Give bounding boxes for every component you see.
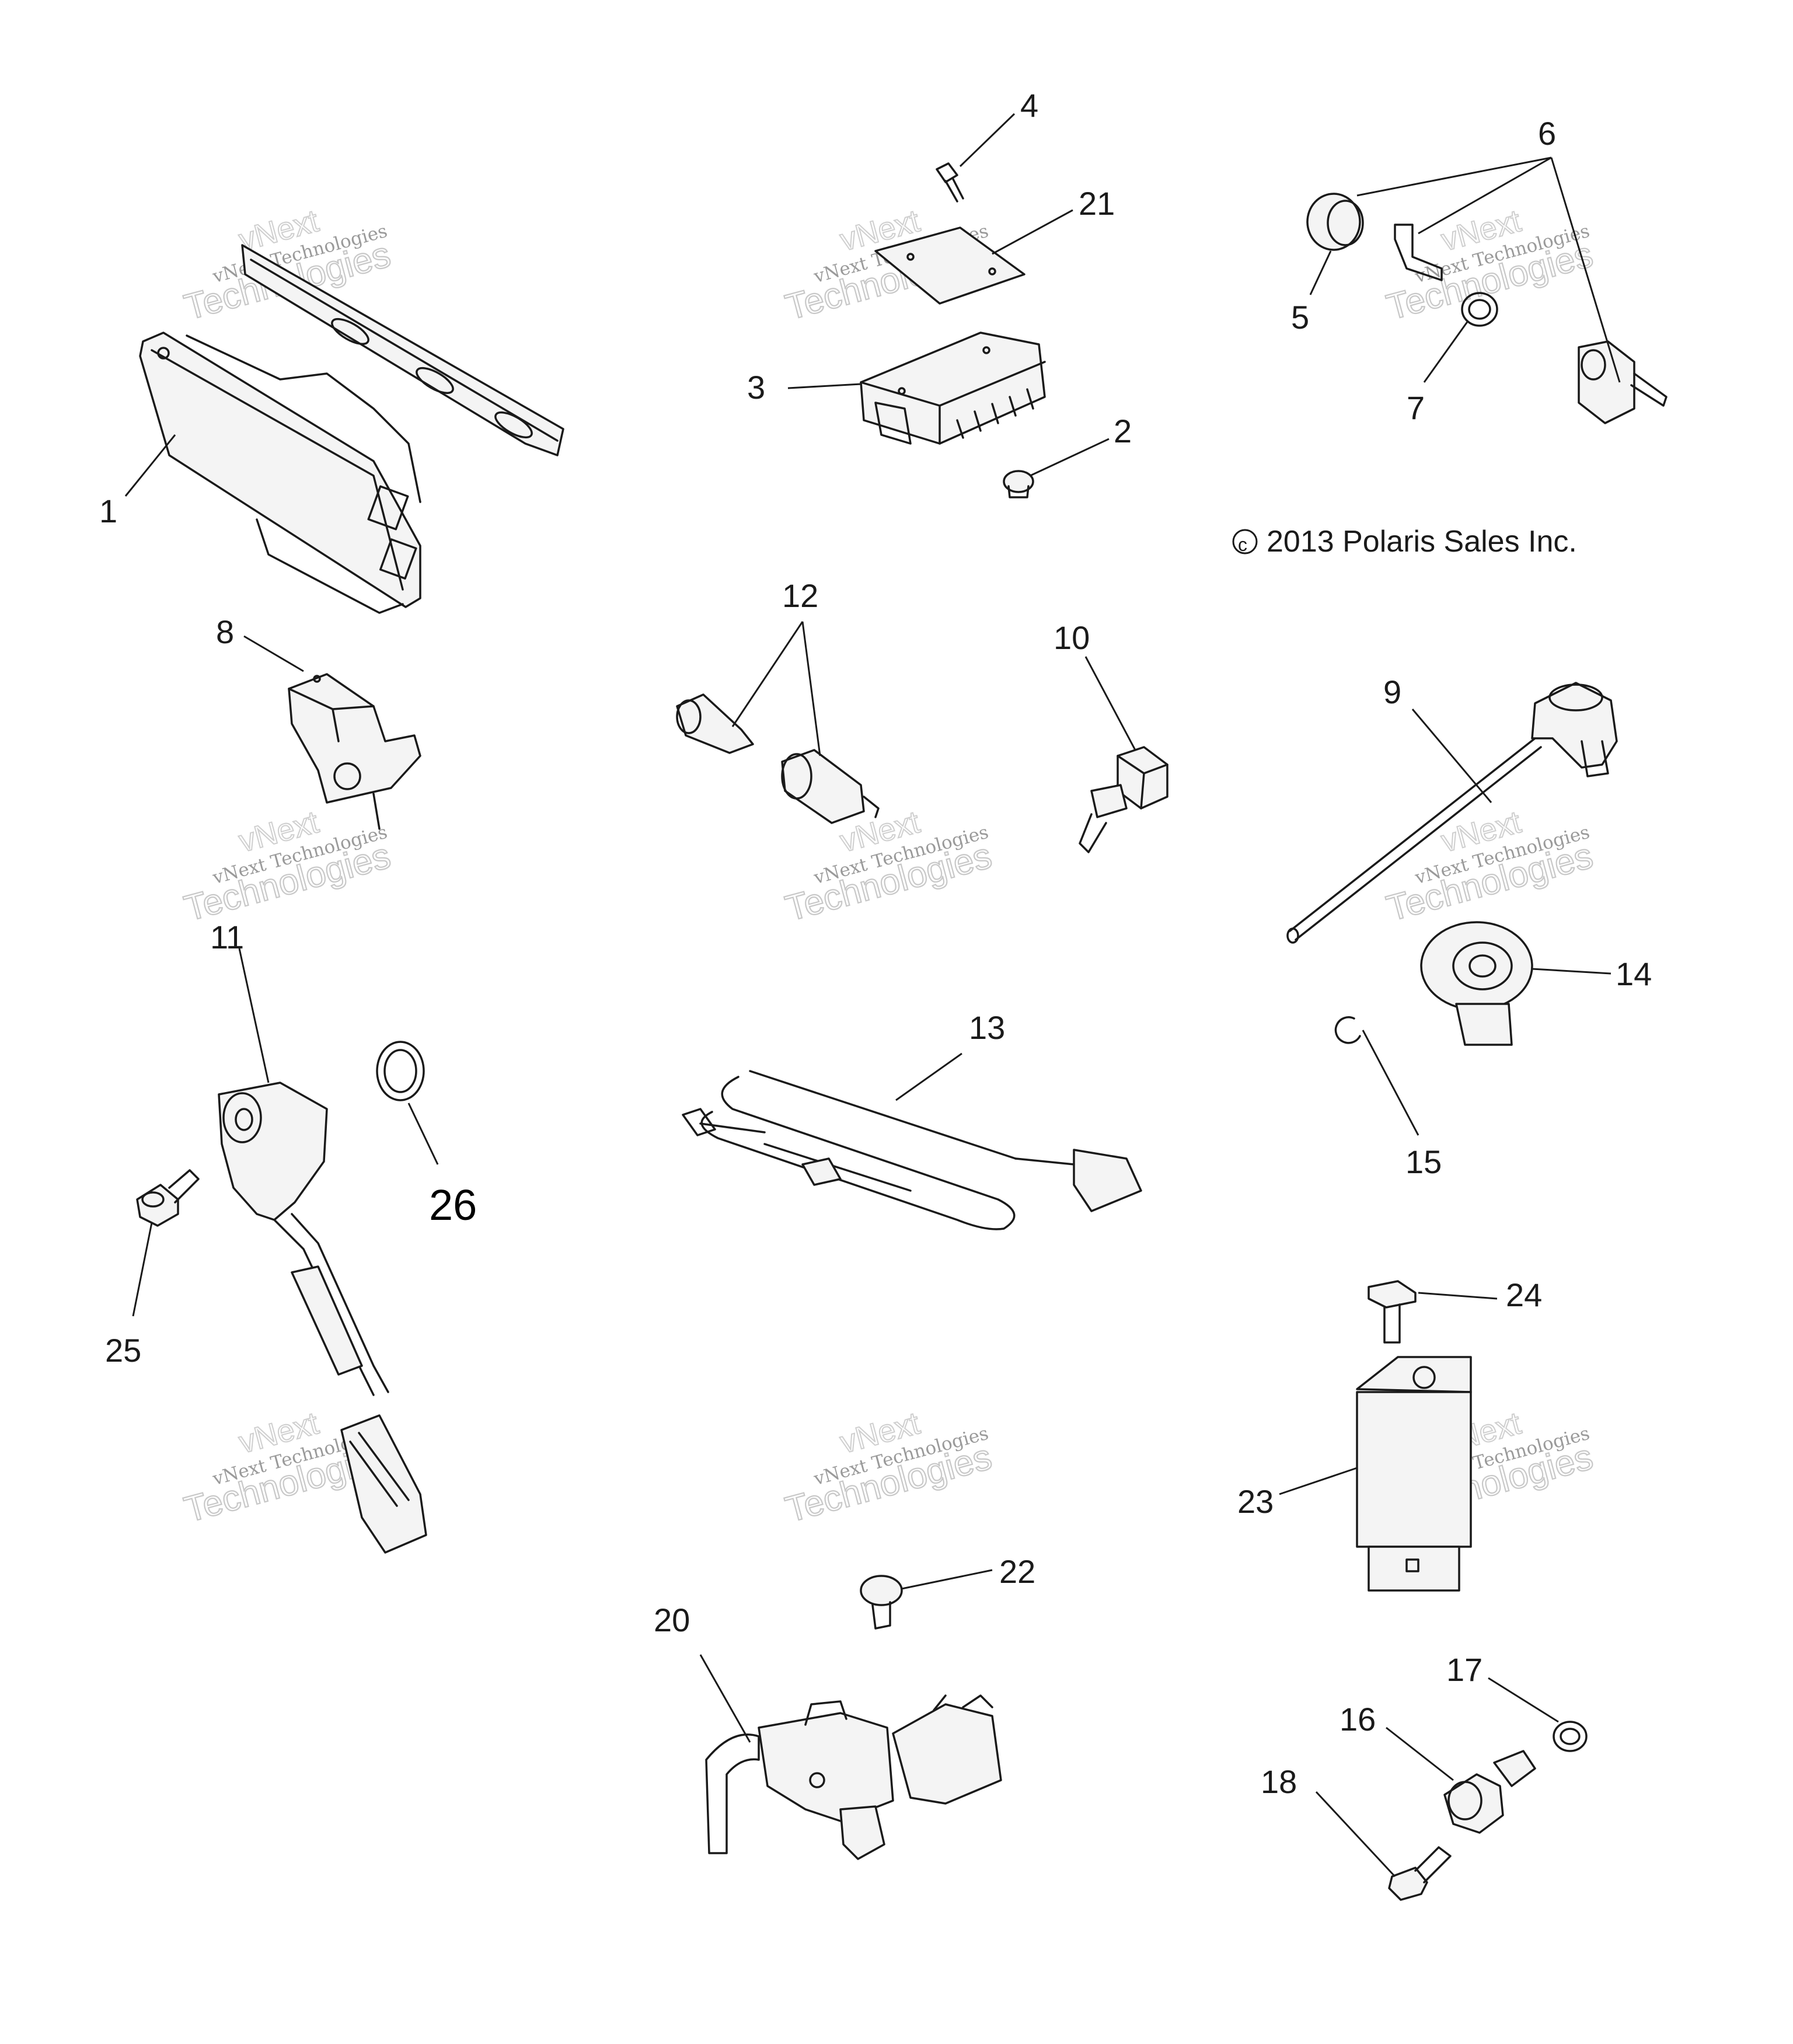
part-11-tps [218,1082,427,1554]
part-18-bolt [1388,1846,1452,1901]
part-26-o-ring [376,1041,425,1101]
leader-3 [787,383,861,389]
leader-21 [992,209,1073,255]
leader-22 [901,1569,993,1590]
leader-9 [1411,709,1492,803]
watermark-mid-right: vNext vNext Technologies Technologies [1382,804,1598,930]
callout-24: 24 [1506,1276,1542,1313]
part-15-clip-ring [1334,1016,1361,1044]
copyright-notice: c 2013 Polaris Sales Inc. [1232,525,1577,559]
part-4-screw [936,162,964,203]
callout-18: 18 [1261,1763,1297,1800]
part-16-sensor [1443,1750,1536,1834]
part-2-grommet [1003,470,1034,498]
leader-16 [1386,1726,1454,1781]
part-24-bolt [1368,1280,1417,1344]
callout-21: 21 [1079,185,1115,222]
leader-15 [1362,1030,1419,1136]
callout-5: 5 [1291,299,1309,336]
callout-26: 26 [429,1181,477,1229]
part-12-plug-b [781,749,880,824]
callout-12: 12 [782,577,818,614]
part-6-sensor [1578,340,1668,424]
leader-20 [699,1654,751,1743]
leader-8 [243,635,304,672]
leader-12 [731,621,821,756]
leader-4 [959,113,1016,168]
part-10-sensor [1079,746,1168,853]
watermark-low-center: vNext vNext Technologies Technologies [781,1405,997,1531]
part-22-screw [860,1575,903,1630]
part-5-cap [1306,193,1364,251]
leader-18 [1315,1791,1396,1878]
callout-10: 10 [1054,619,1090,656]
callout-8: 8 [216,613,234,650]
part-3-module [860,332,1046,445]
callout-3: 3 [747,369,765,406]
part-21-gasket [874,226,1025,305]
watermark-top-left: vNext vNext Technologies Technologies [180,203,396,329]
callout-4: 4 [1020,87,1038,124]
leader-14 [1532,968,1611,975]
leader-17 [1488,1677,1559,1723]
leader-13 [895,1052,962,1101]
part-6-clip [1394,224,1443,281]
leader-1 [124,434,176,497]
part-7-washer [1461,292,1498,327]
callout-22: 22 [999,1553,1035,1590]
callout-11: 11 [210,919,244,955]
callout-1: 1 [99,493,117,529]
copyright-text: 2013 Polaris Sales Inc. [1267,525,1577,559]
svg-text:c: c [1238,534,1247,555]
callout-20: 20 [654,1602,690,1638]
callout-9: 9 [1383,674,1401,710]
leader-24 [1418,1292,1498,1300]
leader-25 [132,1222,153,1317]
part-23-relay [1356,1356,1472,1592]
part-19-bracket [241,244,564,456]
part-9-sensor [1286,682,1618,944]
watermark-mid-center: vNext vNext Technologies Technologies [781,804,997,930]
leader-23 [1279,1467,1358,1495]
part-12-plug-a [676,693,754,754]
leader-5 [1309,250,1332,295]
callout-16: 16 [1339,1701,1376,1738]
leader-11 [238,948,270,1083]
part-14-knock-sensor [1420,921,1533,1046]
callout-13: 13 [969,1009,1005,1046]
part-8-sensor [288,673,421,830]
watermark-mid-left: vNext vNext Technologies Technologies [180,804,396,930]
leader-10 [1084,656,1136,751]
leader-7 [1423,320,1469,383]
callout-15: 15 [1405,1143,1442,1180]
leader-2 [1030,438,1110,477]
part-17-washer [1553,1721,1588,1752]
leader-6 [1356,156,1621,383]
callout-23: 23 [1237,1483,1274,1520]
callout-6: 6 [1538,115,1556,152]
part-25-screw [136,1169,200,1227]
callout-25: 25 [105,1332,141,1369]
callout-17: 17 [1446,1651,1482,1688]
leader-26 [407,1103,439,1165]
part-13-harness [682,1070,1142,1230]
part-1-ecu [139,332,421,614]
callout-14: 14 [1616,955,1652,992]
callout-7: 7 [1407,389,1425,426]
callout-2: 2 [1114,413,1132,449]
part-20-valve [705,1694,1002,1860]
